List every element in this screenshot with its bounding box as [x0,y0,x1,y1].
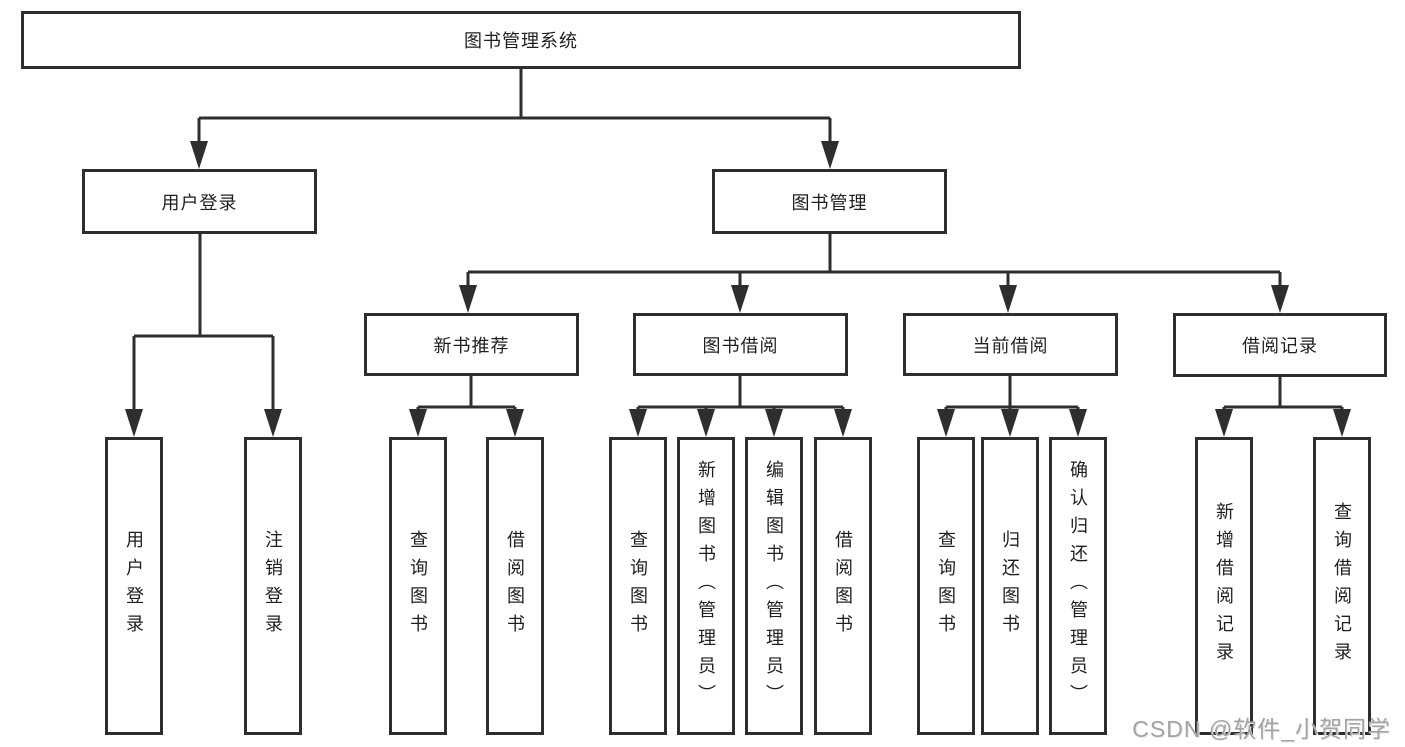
node-new-book-recommend: 新书推荐 [364,313,579,376]
node-book-borrow: 图书借阅 [633,313,848,376]
leaf-label: 确认归还（管理员） [1068,460,1088,712]
node-library-management-system: 图书管理系统 [21,11,1021,69]
connector-book-borrow-to-leaves [636,376,845,414]
node-book-management: 图书管理 [712,169,947,234]
connector-book-mgmt-to-level3 [466,234,1282,288]
csdn-watermark: CSDN @软件_小贺同学 [1132,716,1391,742]
leaf-label: 用户登录 [124,530,144,642]
leaf-logout: 注销登录 [244,437,302,735]
connector-root-to-level2 [197,68,832,144]
leaf-label: 新增借阅记录 [1214,502,1234,670]
leaf-label: 借阅图书 [505,530,525,642]
leaf-label: 编辑图书（管理员） [764,460,784,712]
leaf-query-books-borrow: 查询图书 [609,437,667,735]
leaf-query-books-recommend: 查询图书 [389,437,447,735]
leaf-label: 注销登录 [263,530,283,642]
leaf-add-book-admin: 新增图书（管理员） [677,437,735,735]
leaf-label: 查询图书 [408,530,428,642]
leaf-add-borrow-record: 新增借阅记录 [1195,437,1253,735]
node-label: 用户登录 [161,192,238,213]
connector-new-book-to-leaves [416,376,517,414]
node-user-login: 用户登录 [82,169,317,234]
leaf-label: 查询借阅记录 [1332,502,1352,670]
leaf-user-login: 用户登录 [105,437,163,735]
node-label: 图书管理 [791,192,868,213]
leaf-label: 查询图书 [936,530,956,642]
leaf-confirm-return-admin: 确认归还（管理员） [1049,437,1107,735]
connector-current-borrow-to-leaves [944,376,1080,414]
connector-user-login-to-leaves [132,234,275,412]
node-borrow-records: 借阅记录 [1173,313,1387,377]
node-label: 图书管理系统 [464,31,578,51]
leaf-borrow-books-recommend: 借阅图书 [486,437,544,735]
node-label: 借阅记录 [1242,336,1318,356]
node-label: 图书借阅 [702,335,779,356]
leaf-label: 新增图书（管理员） [696,460,716,712]
leaf-edit-book-admin: 编辑图书（管理员） [745,437,803,735]
leaf-label: 查询图书 [628,530,648,642]
connector-borrow-records-to-leaves [1222,376,1344,414]
arrowheads [125,141,1351,437]
leaf-borrow-books: 借阅图书 [814,437,872,735]
leaf-query-books-current: 查询图书 [917,437,975,735]
node-current-borrow: 当前借阅 [903,313,1118,376]
leaf-return-book: 归还图书 [981,437,1039,735]
leaf-label: 借阅图书 [833,530,853,642]
node-label: 当前借阅 [972,335,1049,356]
leaf-query-borrow-record: 查询借阅记录 [1313,437,1371,735]
node-label: 新书推荐 [433,335,510,356]
leaf-label: 归还图书 [1000,530,1020,642]
